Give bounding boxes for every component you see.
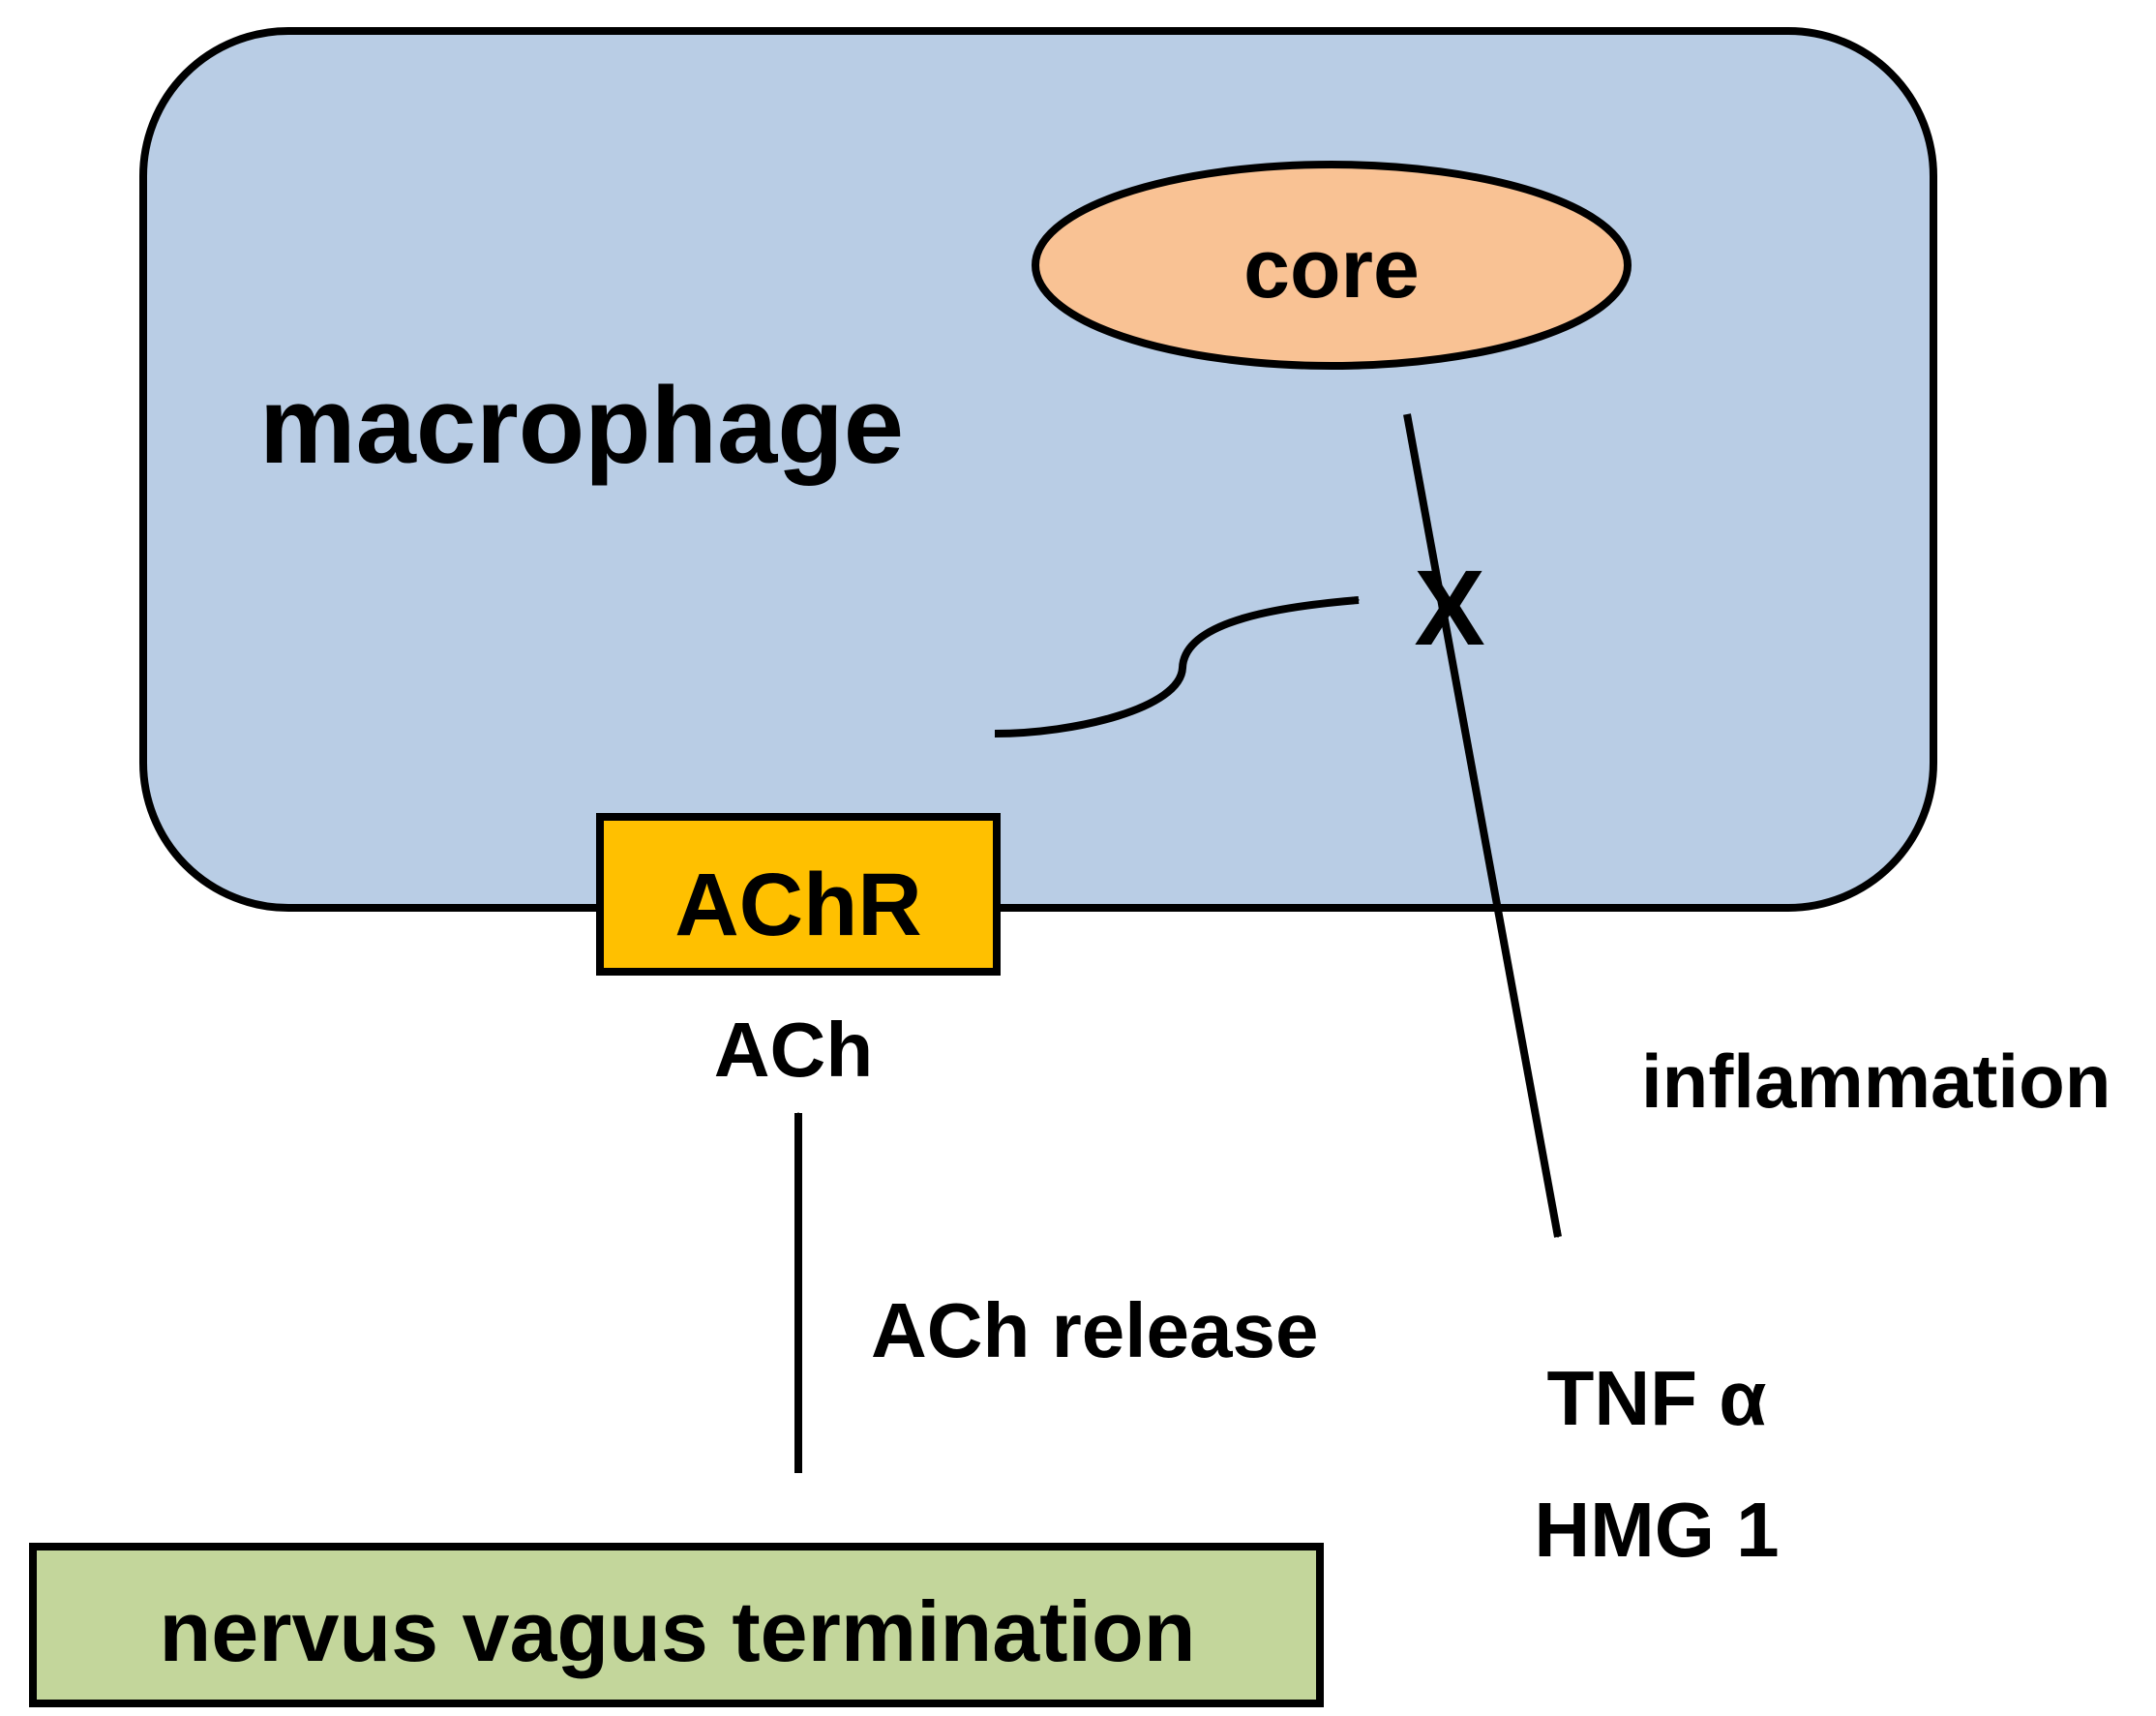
inflammation-label: inflammation [1641, 1039, 2111, 1124]
inhibition-curve-arrow [994, 596, 1361, 738]
core-ellipse [1032, 161, 1632, 370]
hmg1-label: HMG 1 [1534, 1487, 1779, 1573]
ach-label: ACh [714, 1007, 873, 1093]
inflammation-arrow [1403, 413, 1562, 1239]
core-label: core [1243, 223, 1420, 316]
tnf-alpha-label: TNF α [1547, 1355, 1767, 1441]
blocked-marker: X [1414, 549, 1484, 668]
achr-receptor-box [596, 813, 1001, 976]
macrophage-label: macrophage [259, 365, 904, 486]
nerve-termination-label: nervus vagus termination [160, 1583, 1196, 1679]
nerve-termination-box [29, 1543, 1324, 1707]
achr-label: AChR [674, 856, 922, 954]
ach-release-label: ACh release [871, 1287, 1318, 1373]
